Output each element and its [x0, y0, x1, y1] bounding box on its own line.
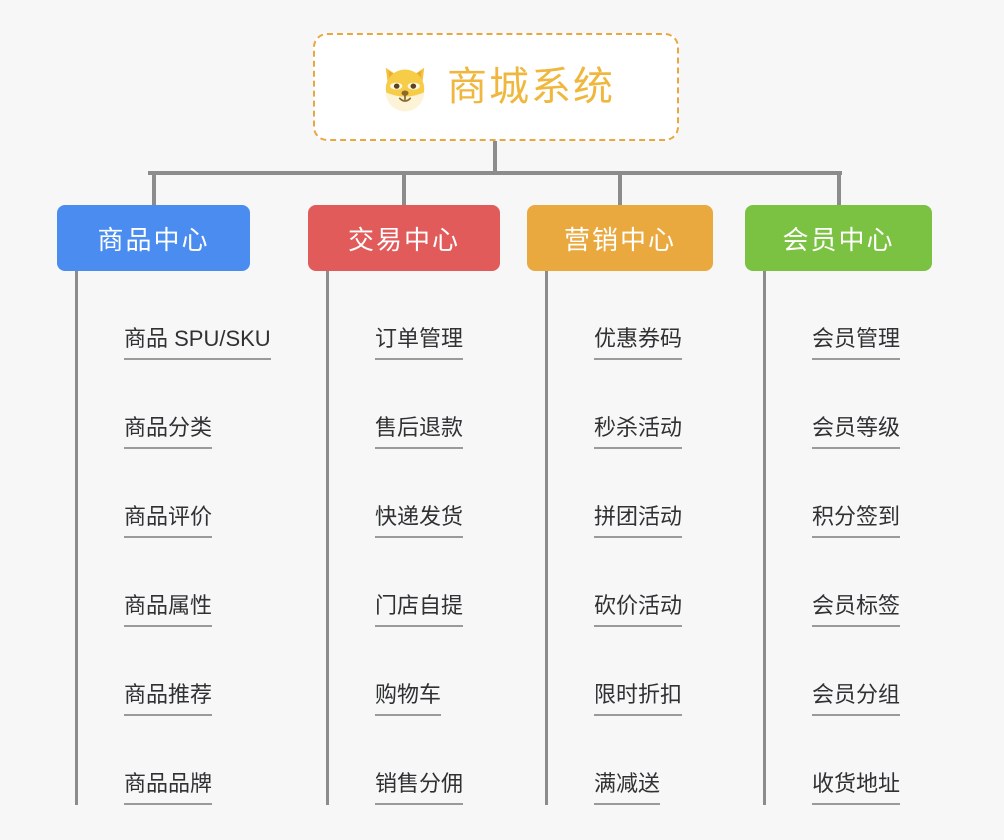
category-box-product-center[interactable]: 商品中心 — [57, 205, 250, 271]
leaf-item-label: 会员管理 — [812, 326, 901, 360]
leaf-list-marketing-center: 优惠券码秒杀活动拼团活动砍价活动限时折扣满减送 — [545, 271, 755, 805]
leaf-item[interactable]: 商品 SPU/SKU — [98, 271, 285, 360]
leaf-item[interactable]: 门店自提 — [349, 538, 536, 627]
leaf-item[interactable]: 快递发货 — [349, 449, 536, 538]
leaf-item-label: 满减送 — [594, 771, 661, 805]
leaf-item-label: 会员等级 — [812, 415, 901, 449]
leaf-item-label: 秒杀活动 — [594, 415, 683, 449]
leaf-item[interactable]: 订单管理 — [349, 271, 536, 360]
leaf-item[interactable]: 销售分佣 — [349, 716, 536, 805]
connector-horizontal-bus — [148, 171, 842, 175]
root-title: 商城系统 — [447, 65, 615, 109]
leaf-item-label: 砍价活动 — [594, 593, 683, 627]
leaf-list-product-center: 商品 SPU/SKU 商品分类商品评价商品属性商品推荐商品品牌 — [75, 271, 285, 805]
connector-drop-1 — [152, 171, 156, 205]
leaf-item[interactable]: 购物车 — [349, 627, 536, 716]
connector-drop-4 — [837, 171, 841, 205]
category-box-marketing-center[interactable]: 营销中心 — [527, 205, 713, 271]
leaf-item[interactable]: 积分签到 — [786, 449, 973, 538]
leaf-item[interactable]: 秒杀活动 — [568, 360, 755, 449]
category-box-trade-center[interactable]: 交易中心 — [308, 205, 500, 271]
leaf-item[interactable]: 商品属性 — [98, 538, 285, 627]
column-trade-center: 交易中心订单管理售后退款快递发货门店自提购物车销售分佣 — [308, 205, 500, 805]
leaf-item-label: 商品推荐 — [124, 682, 213, 716]
leaf-item-label: 积分签到 — [812, 504, 901, 538]
leaf-list-trade-center: 订单管理售后退款快递发货门店自提购物车销售分佣 — [326, 271, 536, 805]
leaf-item[interactable]: 售后退款 — [349, 360, 536, 449]
shiba-dog-emoji — [385, 67, 425, 112]
leaf-item-label: 收货地址 — [812, 771, 901, 805]
connector-root-stem — [493, 141, 497, 173]
column-member-center: 会员中心会员管理会员等级积分签到会员标签会员分组收货地址 — [745, 205, 932, 805]
leaf-item-label: 会员分组 — [812, 682, 901, 716]
leaf-item[interactable]: 商品品牌 — [98, 716, 285, 805]
leaf-item-label: 门店自提 — [375, 593, 464, 627]
leaf-item-label: 优惠券码 — [594, 326, 683, 360]
leaf-item-label: 会员标签 — [812, 593, 901, 627]
root-node[interactable]: 商城系统 — [313, 33, 679, 141]
leaf-item-label: 商品 SPU/SKU — [124, 326, 271, 360]
leaf-item[interactable]: 商品分类 — [98, 360, 285, 449]
leaf-item-label: 销售分佣 — [375, 771, 464, 805]
category-box-member-center[interactable]: 会员中心 — [745, 205, 932, 271]
leaf-item-label: 购物车 — [375, 682, 442, 716]
leaf-item-label: 售后退款 — [375, 415, 464, 449]
leaf-item[interactable]: 商品评价 — [98, 449, 285, 538]
leaf-item[interactable]: 砍价活动 — [568, 538, 755, 627]
leaf-list-member-center: 会员管理会员等级积分签到会员标签会员分组收货地址 — [763, 271, 973, 805]
leaf-item[interactable]: 满减送 — [568, 716, 755, 805]
leaf-item[interactable]: 收货地址 — [786, 716, 973, 805]
connector-drop-3 — [618, 171, 622, 205]
leaf-item[interactable]: 限时折扣 — [568, 627, 755, 716]
leaf-item-label: 商品分类 — [124, 415, 213, 449]
leaf-item-label: 商品品牌 — [124, 771, 213, 805]
leaf-item[interactable]: 会员分组 — [786, 627, 973, 716]
leaf-item-label: 商品评价 — [124, 504, 213, 538]
leaf-item-label: 拼团活动 — [594, 504, 683, 538]
leaf-item[interactable]: 优惠券码 — [568, 271, 755, 360]
column-product-center: 商品中心商品 SPU/SKU 商品分类商品评价商品属性商品推荐商品品牌 — [57, 205, 271, 805]
leaf-item[interactable]: 会员管理 — [786, 271, 973, 360]
leaf-item-label: 商品属性 — [124, 593, 213, 627]
leaf-item-label: 订单管理 — [375, 326, 464, 360]
leaf-item-label: 限时折扣 — [594, 682, 683, 716]
leaf-item-label: 快递发货 — [375, 504, 464, 538]
leaf-item[interactable]: 会员标签 — [786, 538, 973, 627]
leaf-item[interactable]: 拼团活动 — [568, 449, 755, 538]
connector-drop-2 — [402, 171, 406, 205]
leaf-item[interactable]: 商品推荐 — [98, 627, 285, 716]
column-marketing-center: 营销中心优惠券码秒杀活动拼团活动砍价活动限时折扣满减送 — [527, 205, 713, 805]
leaf-item[interactable]: 会员等级 — [786, 360, 973, 449]
